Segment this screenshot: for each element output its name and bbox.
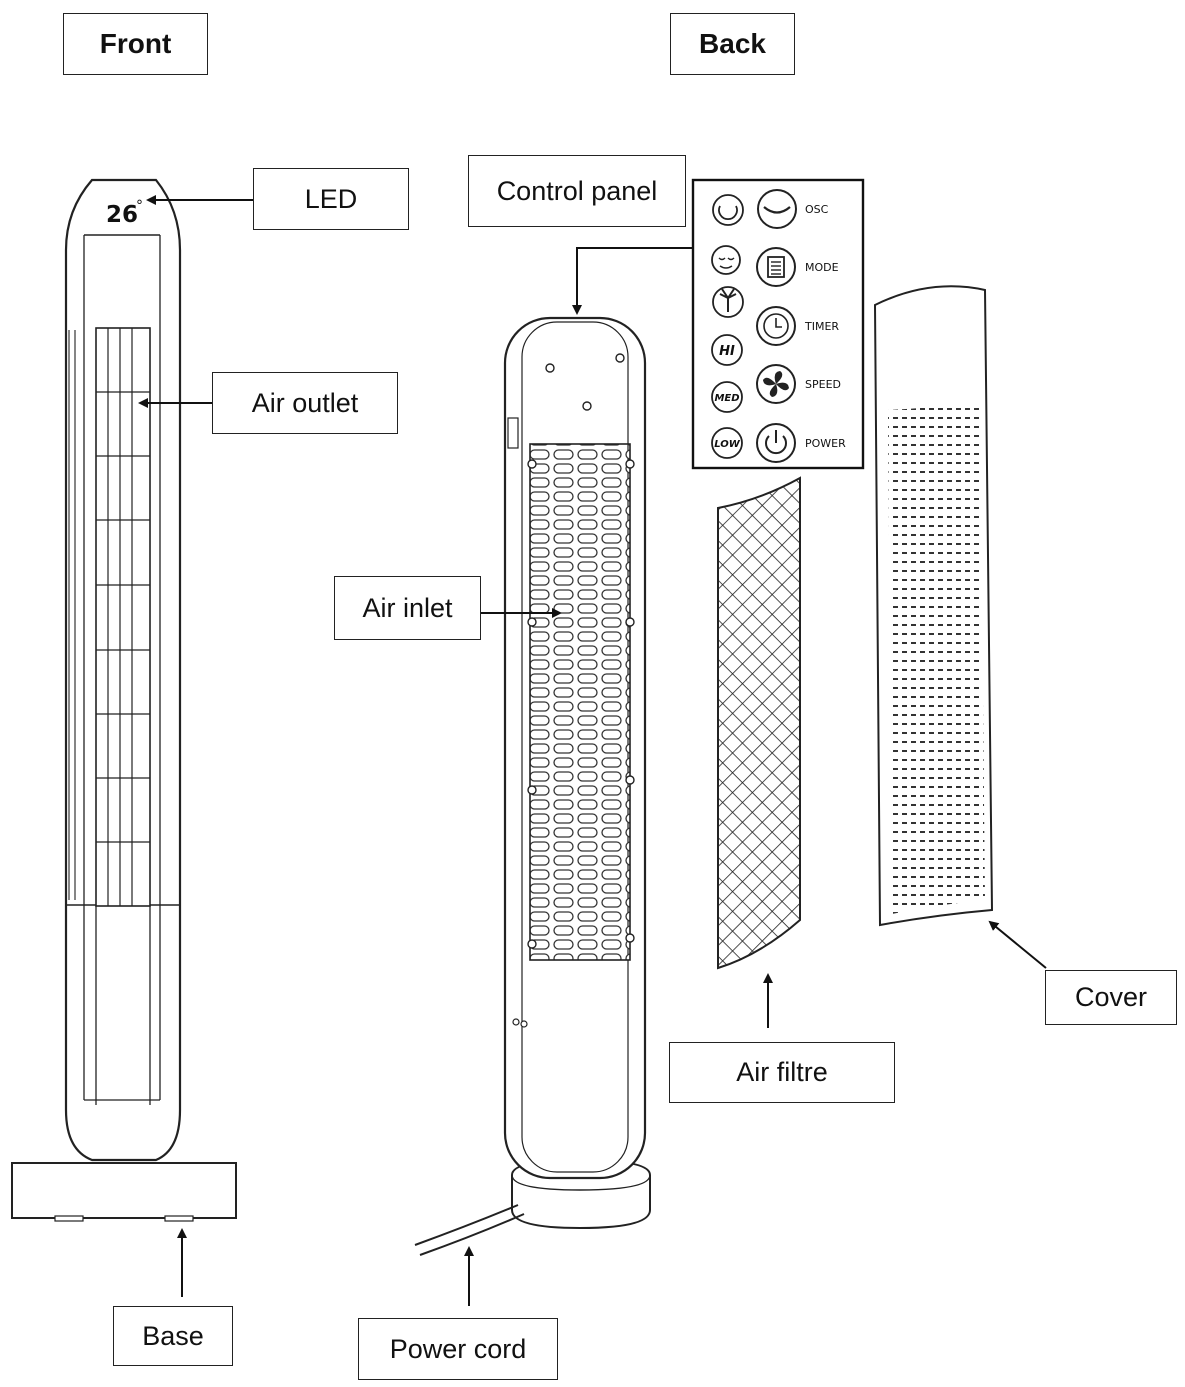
power-cord-label: Power cord: [358, 1318, 558, 1380]
control-panel-label: Control panel: [468, 155, 686, 227]
rotate-icon: [712, 194, 744, 226]
palm-tree-icon: [712, 286, 744, 318]
air-outlet-grille: [95, 327, 151, 907]
svg-text:MODE: MODE: [805, 261, 839, 274]
speed-fan-icon: SPEED: [756, 364, 841, 404]
cover-label: Cover: [1045, 970, 1177, 1025]
base-label: Base: [113, 1306, 233, 1366]
svg-text:TIMER: TIMER: [804, 320, 839, 333]
sleep-icon: [711, 245, 741, 275]
control-panel-arrow: [572, 247, 693, 315]
svg-text:OSC: OSC: [805, 203, 829, 216]
back-tower-fan: [503, 316, 651, 1230]
led-degree: °: [136, 198, 143, 214]
led-label: LED: [253, 168, 409, 230]
osc-icon: OSC: [757, 189, 829, 229]
svg-text:HI: HI: [719, 344, 735, 359]
mode-icon: MODE: [756, 247, 839, 287]
power-cord: [414, 1204, 519, 1246]
led-display: 26: [106, 202, 138, 228]
air-filtre-panel: [717, 476, 801, 970]
svg-text:POWER: POWER: [805, 437, 846, 450]
timer-icon: TIMER: [756, 306, 839, 346]
low-button-icon: LOW: [711, 427, 743, 459]
power-icon: POWER: [756, 423, 846, 463]
med-button-icon: MED: [711, 381, 743, 413]
back-header: Back: [670, 13, 795, 75]
front-base: [11, 1162, 237, 1219]
air-filtre-label: Air filtre: [669, 1042, 895, 1103]
front-header: Front: [63, 13, 208, 75]
air-outlet-label: Air outlet: [212, 372, 398, 434]
svg-text:MED: MED: [714, 393, 739, 404]
cover-arrow: [988, 920, 1047, 969]
svg-text:LOW: LOW: [714, 439, 741, 450]
control-panel-diagram: HI MED LOW OSC MODE TIM: [691, 178, 865, 470]
air-inlet-label: Air inlet: [334, 576, 481, 640]
svg-text:SPEED: SPEED: [805, 378, 841, 391]
front-tower-fan: 26 °: [11, 178, 237, 1222]
hi-button-icon: HI: [711, 334, 743, 366]
air-inlet-grille: [529, 443, 631, 961]
